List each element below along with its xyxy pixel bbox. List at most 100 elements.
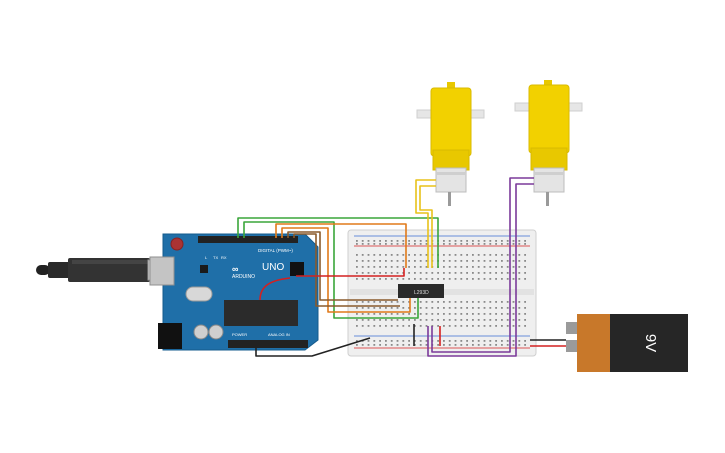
breadboard-hole (414, 272, 416, 274)
breadboard-hole (454, 319, 457, 321)
breadboard-hole (402, 240, 405, 242)
breadboard-hole (483, 254, 486, 256)
breadboard-hole (506, 301, 509, 303)
breadboard-hole (356, 319, 358, 321)
breadboard-hole (443, 278, 445, 280)
breadboard-hole (437, 319, 439, 321)
breadboard-hole (425, 325, 428, 327)
breadboard-hole (361, 266, 364, 268)
driver-chip[interactable]: L293D (398, 284, 444, 298)
breadboard-hole (477, 240, 480, 242)
wire-red (296, 268, 405, 277)
breadboard-hole (443, 344, 445, 346)
breadboard-hole (506, 240, 509, 242)
breadboard-hole (385, 344, 387, 346)
breadboard-hole (390, 325, 393, 327)
breadboard-hole (402, 307, 405, 309)
breadboard-hole (443, 272, 445, 274)
breadboard-hole (419, 307, 422, 309)
breadboard-hole (524, 340, 526, 342)
breadboard-hole (373, 243, 376, 245)
breadboard-hole (477, 278, 480, 280)
breadboard-hole (454, 240, 457, 242)
wire-yellow (415, 179, 436, 268)
breadboard-hole (443, 240, 445, 242)
breadboard-hole (361, 307, 364, 309)
breadboard-hole (518, 278, 521, 280)
breadboard-hole (466, 344, 468, 346)
motor-left[interactable] (416, 82, 485, 206)
breadboard-hole (454, 313, 457, 315)
breadboard-hole (454, 340, 457, 342)
breadboard-hole (408, 319, 410, 321)
breadboard-hole (425, 240, 428, 242)
breadboard-hole (402, 344, 405, 346)
breadboard-hole (518, 307, 521, 309)
breadboard-hole (431, 278, 434, 280)
breadboard-hole (448, 319, 451, 321)
breadboard-hole (460, 243, 463, 245)
breadboard-hole (501, 301, 503, 303)
breadboard-hole (489, 254, 492, 256)
breadboard-hole (390, 243, 393, 245)
breadboard-hole (408, 307, 410, 309)
breadboard-hole (489, 240, 492, 242)
breadboard-hole (483, 301, 486, 303)
breadboard-hole (512, 278, 515, 280)
tx-label: TX (213, 255, 218, 260)
breadboard-hole (437, 340, 439, 342)
breadboard-hole (448, 266, 451, 268)
led-l-label: L (205, 255, 208, 260)
breadboard-hole (396, 240, 399, 242)
breadboard-hole (431, 301, 434, 303)
breadboard-hole (477, 272, 480, 274)
breadboard-hole (524, 254, 526, 256)
breadboard-hole (379, 254, 381, 256)
breadboard-hole (495, 240, 497, 242)
breadboard-hole (356, 340, 358, 342)
breadboard-hole (396, 254, 399, 256)
breadboard-hole (385, 278, 387, 280)
breadboard-hole (489, 266, 492, 268)
motor-right[interactable] (514, 80, 583, 206)
breadboard-hole (402, 325, 405, 327)
breadboard-hole (448, 301, 451, 303)
breadboard-hole (512, 340, 515, 342)
breadboard-hole (431, 272, 434, 274)
breadboard-hole (402, 340, 405, 342)
battery-9v[interactable]: 9V (566, 314, 688, 372)
breadboard-hole (402, 266, 405, 268)
breadboard-hole (483, 266, 486, 268)
breadboard-hole (414, 344, 416, 346)
breadboard-hole (414, 319, 416, 321)
breadboard-hole (414, 260, 416, 262)
breadboard-hole (483, 278, 486, 280)
breadboard-hole (373, 325, 376, 327)
breadboard-hole (501, 260, 503, 262)
breadboard-hole (501, 272, 503, 274)
breadboard-hole (367, 254, 370, 256)
breadboard-hole (379, 319, 381, 321)
breadboard-hole (425, 313, 428, 315)
breadboard-hole (396, 319, 399, 321)
power-analog-header (228, 340, 308, 348)
breadboard-hole (466, 272, 468, 274)
breadboard-hole (361, 240, 364, 242)
breadboard-hole (518, 325, 521, 327)
breadboard-hole (396, 243, 399, 245)
breadboard-hole (506, 340, 509, 342)
breadboard-hole (518, 344, 521, 346)
breadboard-hole (356, 344, 358, 346)
breadboard-hole (466, 325, 468, 327)
breadboard-hole (524, 319, 526, 321)
breadboard-hole (373, 254, 376, 256)
wires (237, 177, 566, 357)
breadboard-hole (414, 243, 416, 245)
breadboard-hole (437, 325, 439, 327)
breadboard-hole (506, 313, 509, 315)
breadboard-hole (448, 278, 451, 280)
breadboard-hole (495, 278, 497, 280)
arduino-board[interactable]: ∞ UNO ARDUINO DIGITAL (PWM~) POWER ANALO… (149, 233, 319, 351)
breadboard-hole (419, 344, 422, 346)
breadboard-hole (512, 325, 515, 327)
